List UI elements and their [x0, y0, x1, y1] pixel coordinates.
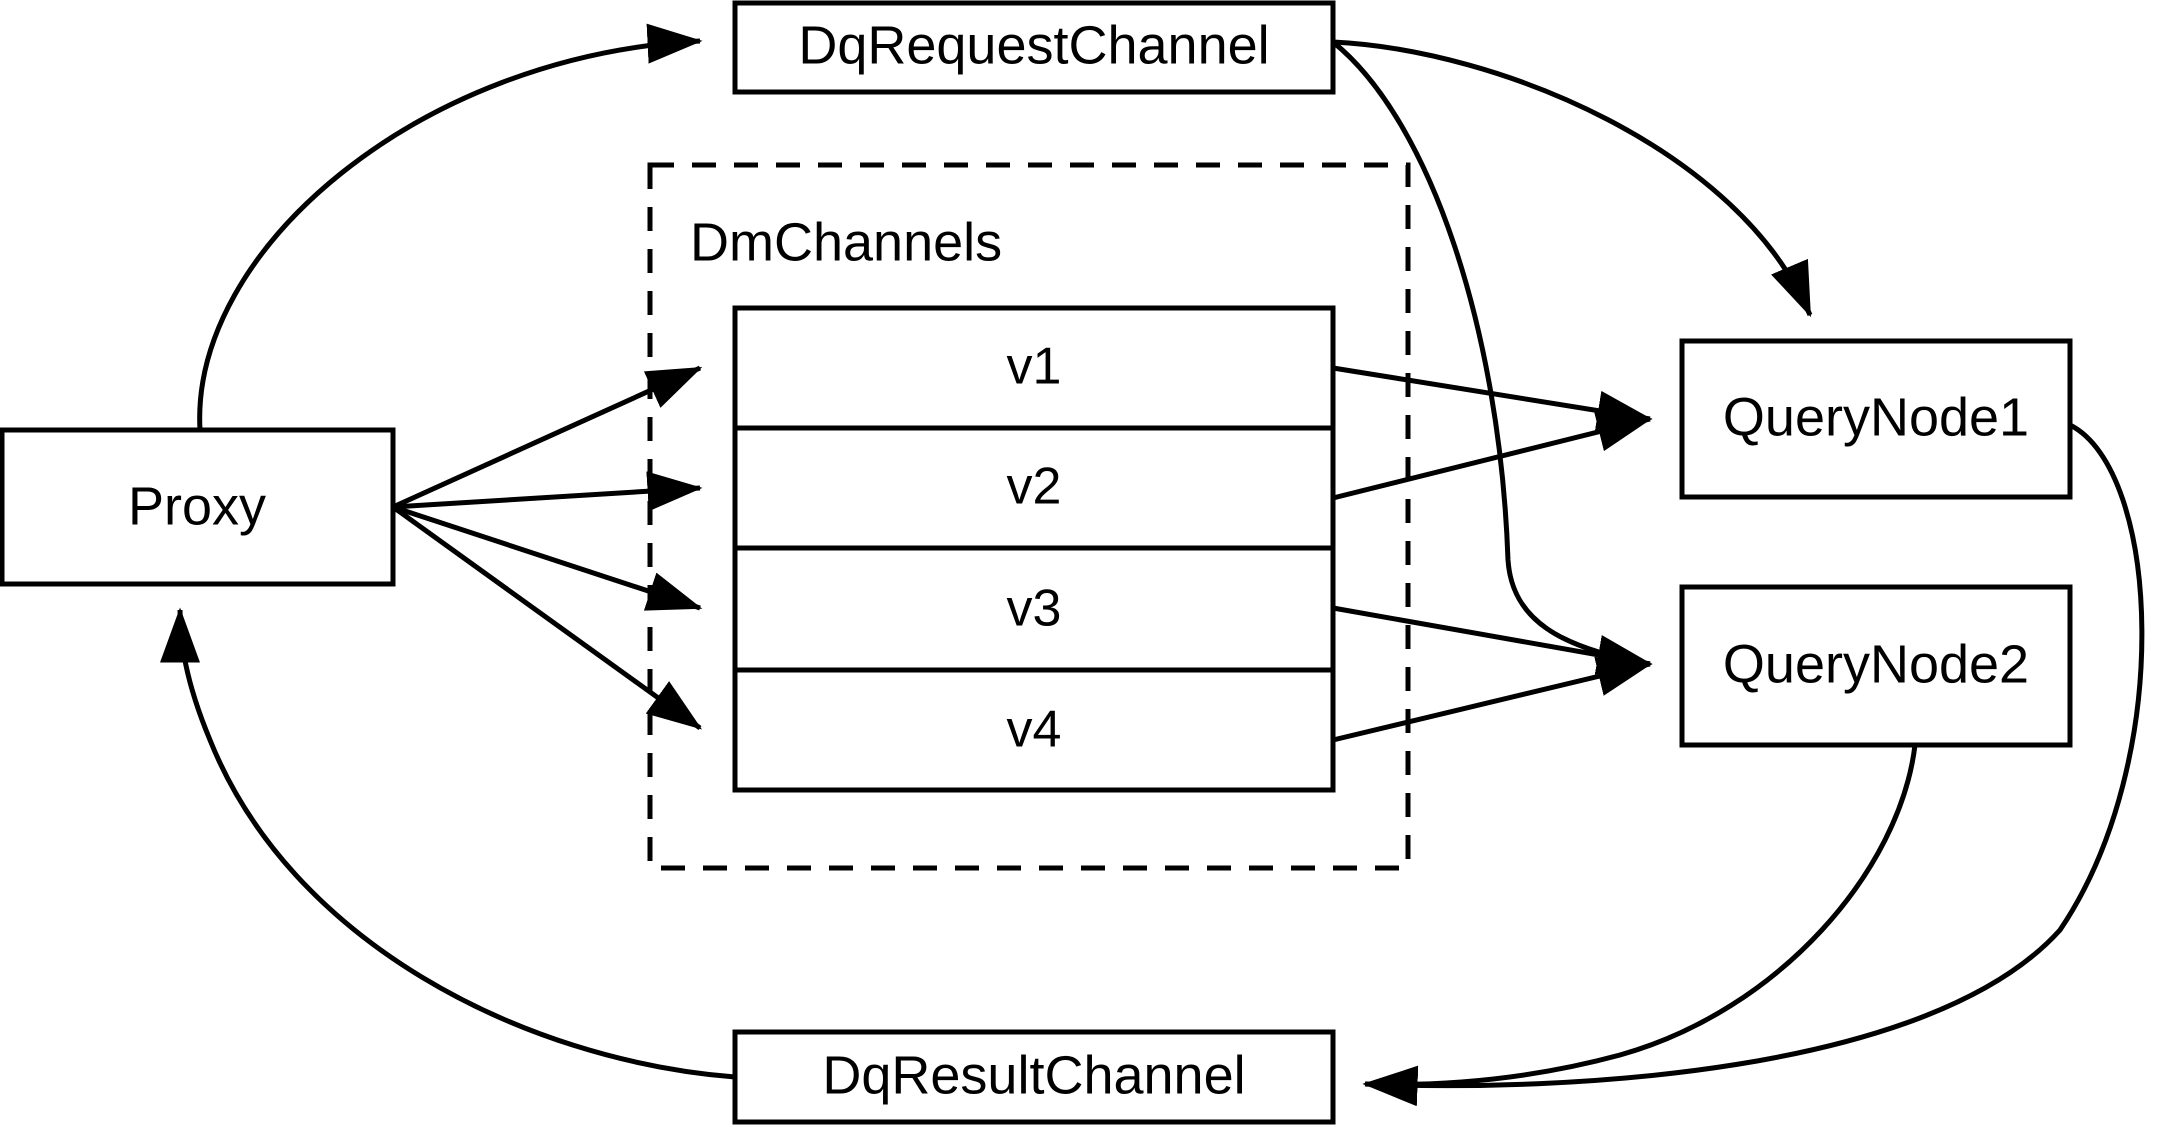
edge-dq-result-channel-to-proxy — [160, 607, 736, 1080]
edge-v3-to-query-node-2 — [1332, 605, 1653, 675]
edge-query-node-2-to-dq-result-channel — [1362, 744, 1918, 1106]
dq-request-channel-box[interactable] — [732, 0, 1336, 95]
edge-v1-to-query-node-1 — [1332, 365, 1653, 431]
dq-result-channel-label: DqResultChannel — [822, 1045, 1245, 1105]
channel-row-v2-label[interactable]: v2 — [1007, 458, 1062, 516]
edge-layer — [160, 23, 2145, 1107]
edge-proxy-to-v1 — [391, 365, 703, 510]
group-dmchannels: DmChannels — [647, 162, 1411, 871]
edge-dq-request-channel-to-query-node-1 — [1332, 39, 1813, 318]
channel-row-v1-label[interactable]: v1 — [1007, 338, 1062, 396]
dmchannels-group-border — [647, 162, 1411, 871]
query-node-1-label: QueryNode1 — [1723, 387, 2029, 447]
node-dq-request-channel[interactable]: DqRequestChannel — [732, 0, 1336, 95]
edge-query-node-1-to-dq-result-channel — [1362, 422, 2145, 1107]
edge-v2-to-query-node-1 — [1332, 412, 1653, 501]
node-proxy[interactable]: Proxy — [0, 427, 396, 587]
channel-table: v1 v2 v3 v4 — [732, 305, 1336, 793]
node-dq-result-channel[interactable]: DqResultChannel — [732, 1029, 1336, 1125]
query-node-1-box[interactable] — [1679, 338, 2073, 500]
edge-proxy-to-v4 — [391, 504, 703, 731]
proxy-box[interactable] — [0, 427, 396, 587]
channel-row-v4-label[interactable]: v4 — [1007, 701, 1062, 759]
proxy-label: Proxy — [128, 476, 266, 536]
edge-dq-request-channel-to-query-node-2 — [1331, 40, 1653, 675]
edge-proxy-to-v3 — [392, 504, 703, 611]
dq-request-channel-label: DqRequestChannel — [798, 15, 1269, 75]
edge-proxy-to-v2 — [392, 471, 703, 512]
node-query-node-2[interactable]: QueryNode2 — [1679, 584, 2073, 748]
edge-v4-to-query-node-2 — [1332, 656, 1653, 743]
node-query-node-1[interactable]: QueryNode1 — [1679, 338, 2073, 500]
dmchannels-group-label: DmChannels — [690, 212, 1002, 272]
query-node-2-box[interactable] — [1679, 584, 2073, 748]
channel-row-v3-label[interactable]: v3 — [1007, 580, 1062, 638]
edge-proxy-to-dq-request-channel — [197, 23, 703, 431]
query-node-2-label: QueryNode2 — [1723, 634, 2029, 694]
dq-result-channel-box[interactable] — [732, 1029, 1336, 1125]
